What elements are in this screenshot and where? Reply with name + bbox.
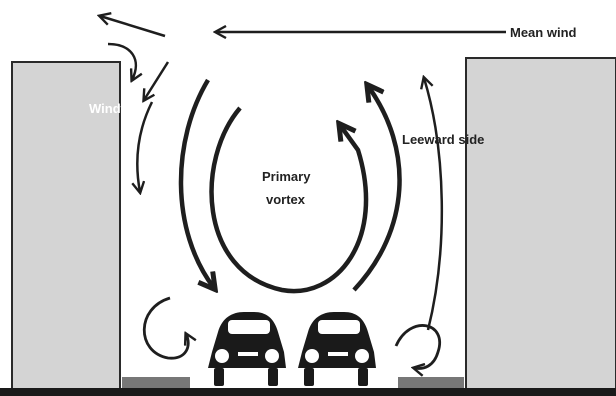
windward-side-label: Windward side [89,101,181,116]
left-outer-vortex-arrow [178,78,214,288]
car-left [208,312,286,386]
right-corner-vortex-arrow [394,324,441,368]
left-corner-vortex-arrow [142,296,188,360]
right-outer-vortex-arrow [352,86,402,292]
car-right [298,312,376,386]
primary-vortex-arrow [209,106,369,294]
ground-line [0,388,616,396]
windward-building [11,61,121,393]
mean-wind-label: Mean wind [510,25,577,40]
primary-vortex-label-line1: Primary [262,169,311,184]
top-left-arrow [100,16,166,38]
windward-curl-arrow [107,42,136,80]
right-curb [398,377,464,388]
leeward-side-label: Leeward side [402,132,484,147]
leeward-building [465,57,616,393]
leeward-up-arrow [424,78,444,331]
primary-vortex-label-line2: vortex [266,192,306,207]
windward-diagonal-arrow [144,61,170,100]
left-curb [122,377,190,388]
windward-down-arrow [137,101,154,192]
